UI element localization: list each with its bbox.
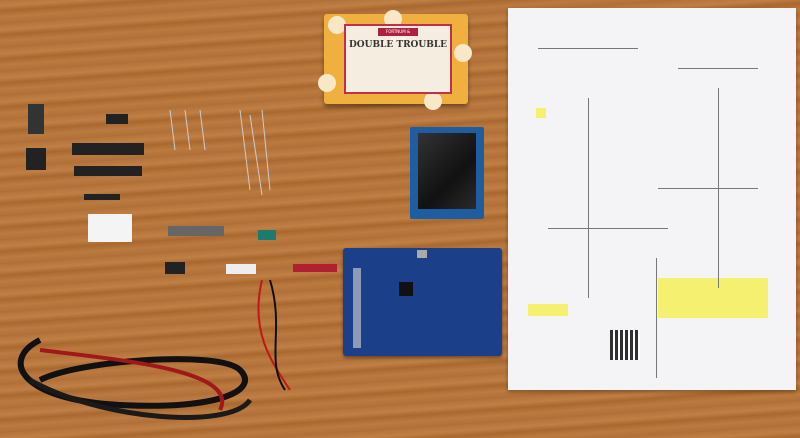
box-label: FORTNUM & MASON DOUBLE TROUBLE xyxy=(344,24,452,94)
capacitors xyxy=(258,230,276,240)
red-wire xyxy=(257,279,291,391)
brand-label: FORTNUM & MASON xyxy=(378,28,418,42)
header-pins xyxy=(72,143,144,155)
tin-box: FORTNUM & MASON DOUBLE TROUBLE xyxy=(318,10,472,110)
pin-strip xyxy=(293,264,337,272)
dc-jack xyxy=(28,104,44,134)
probe-cable-black-2 xyxy=(28,377,253,420)
header-pins-2 xyxy=(74,166,142,176)
switch xyxy=(168,226,224,236)
dc-jack-2 xyxy=(26,148,46,170)
ic-socket xyxy=(165,262,185,274)
connector xyxy=(226,264,256,274)
pcb-board xyxy=(343,248,502,356)
qr-code xyxy=(610,330,640,360)
lcd-display xyxy=(410,127,484,219)
ic-chip xyxy=(106,114,128,124)
header-pins-3 xyxy=(84,194,120,200)
probe-cable-red xyxy=(39,348,225,411)
lcd-screen xyxy=(418,133,476,209)
schematic-sheet xyxy=(508,8,796,390)
probe-cable-black xyxy=(17,337,248,409)
box-title: DOUBLE TROUBLE xyxy=(348,40,448,50)
stickers xyxy=(88,214,132,242)
resistors xyxy=(169,109,271,196)
black-wire xyxy=(269,279,286,391)
